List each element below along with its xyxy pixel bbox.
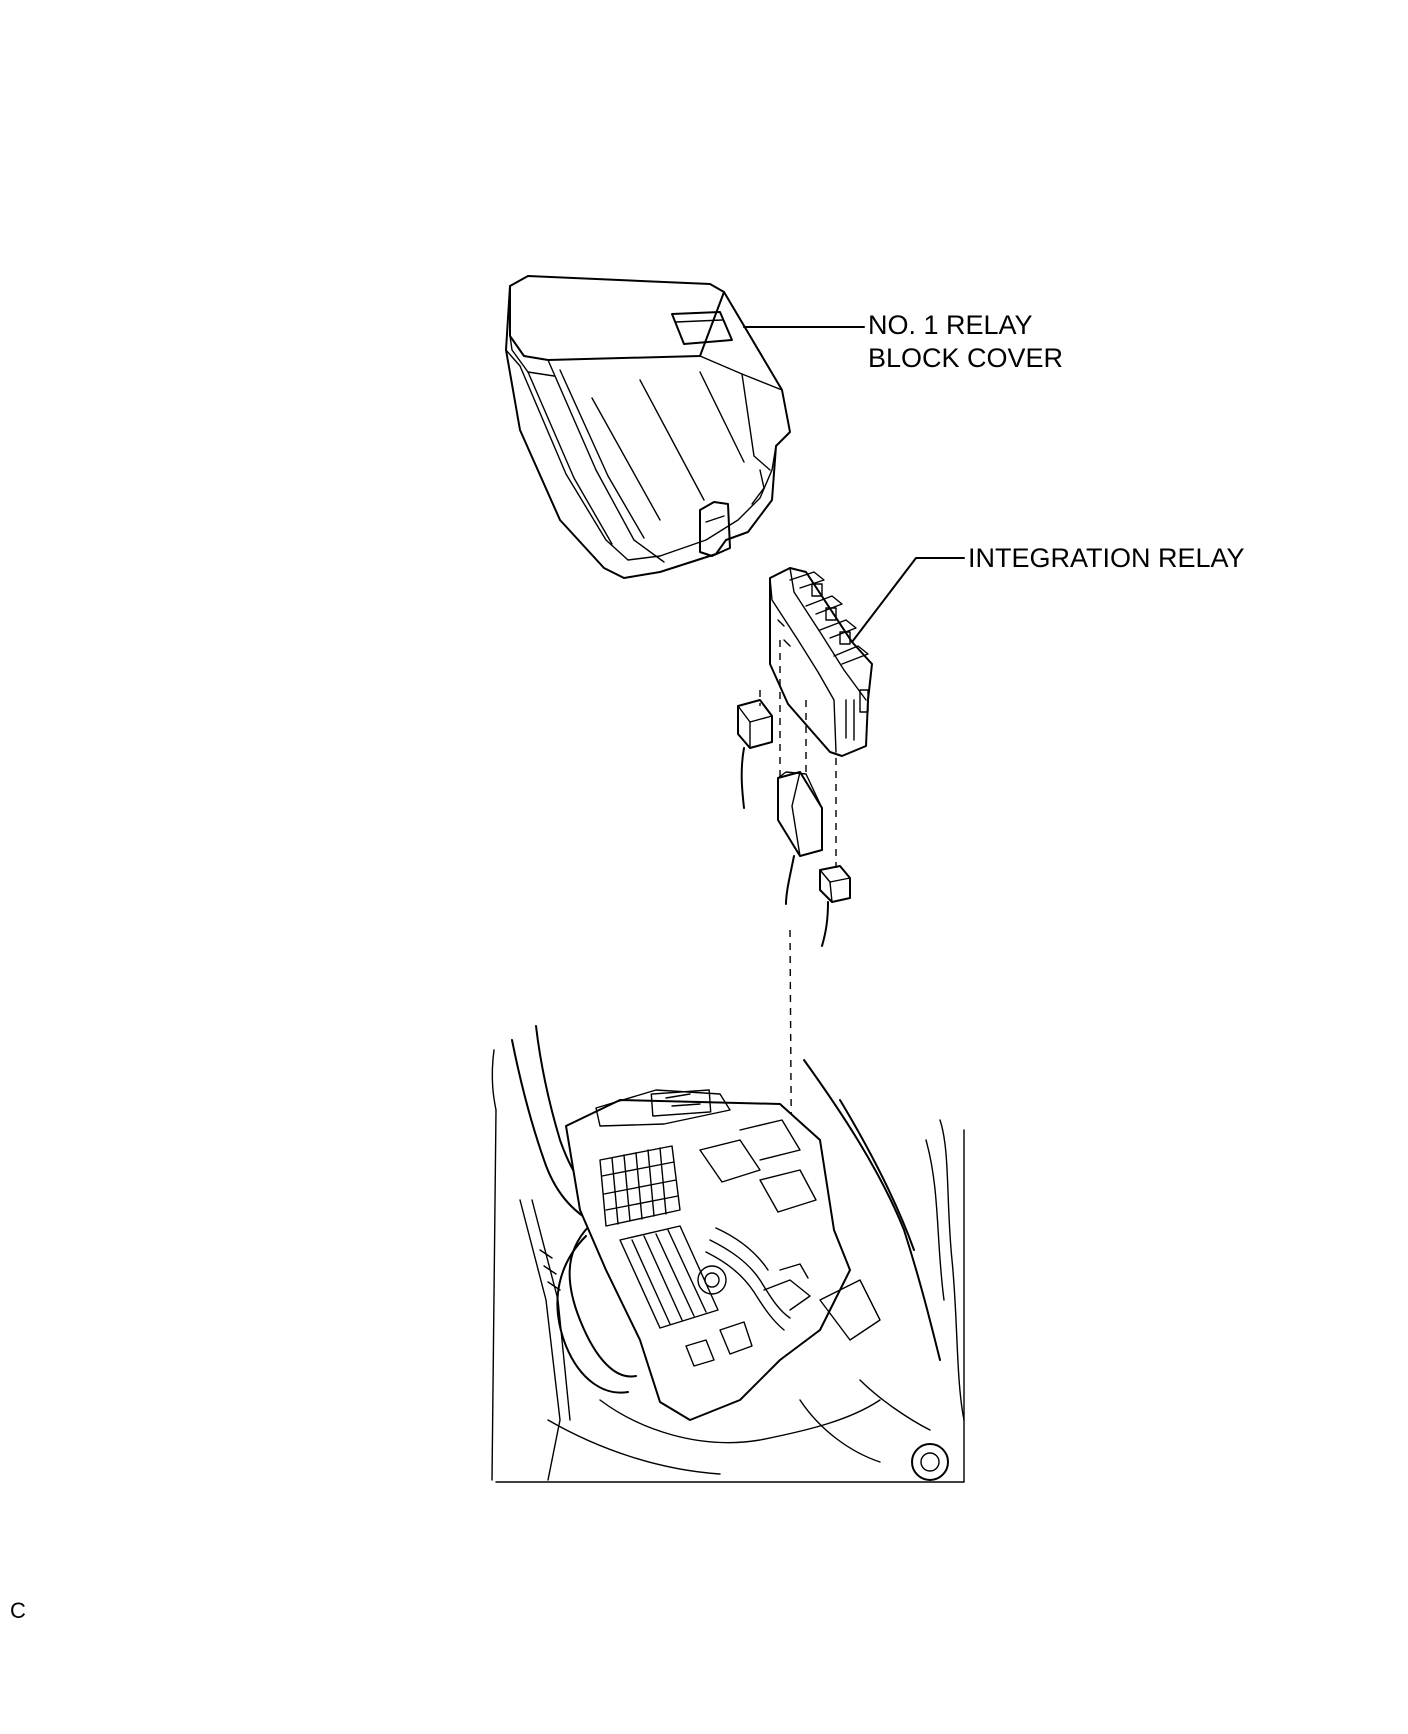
integration-relay-label: INTEGRATION RELAY (968, 543, 1245, 573)
relay-block-cover-label-line2: BLOCK COVER (868, 343, 1064, 373)
connector-small-left (737, 699, 773, 809)
engine-compartment-relay-block (491, 1025, 965, 1483)
relay-leader-line (851, 557, 965, 643)
relay-block-cover (505, 275, 791, 579)
integration-relay (769, 567, 873, 757)
connector-large-middle (777, 771, 823, 905)
corner-mark: C (10, 1598, 26, 1623)
fuse-grid (599, 1145, 681, 1227)
alignment-lines (759, 640, 837, 1241)
relay-block-cover-label-line1: NO. 1 RELAY (868, 310, 1033, 340)
connector-small-right (819, 865, 851, 947)
relay-block-cover-label: NO. 1 RELAY BLOCK COVER (868, 309, 1063, 375)
